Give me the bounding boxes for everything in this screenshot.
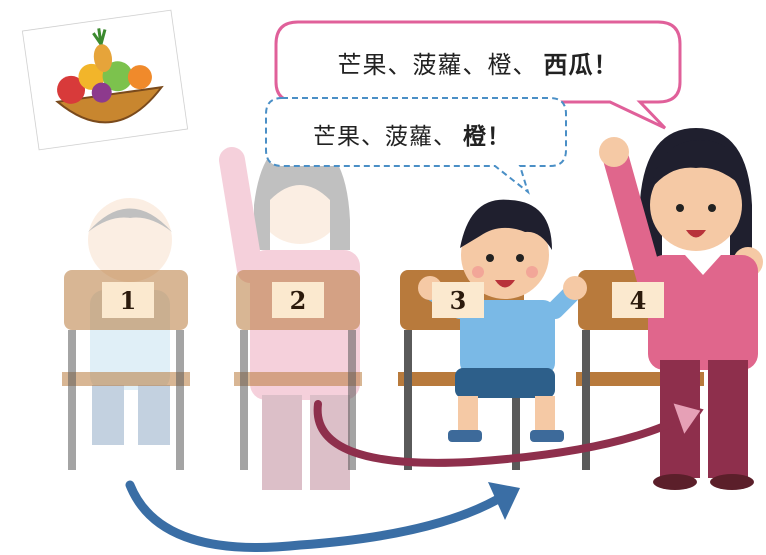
seat-number-1: 1 bbox=[102, 282, 154, 318]
seat-number-3: 3 bbox=[432, 282, 484, 318]
speech-faded-prefix: 芒果、菠蘿、 bbox=[313, 124, 457, 150]
teacher-figure bbox=[599, 128, 763, 490]
speech-bubble-faded bbox=[265, 97, 567, 195]
swap-arrow-icon bbox=[313, 400, 692, 467]
arrow-head-icon bbox=[670, 400, 704, 439]
faded-child-figure bbox=[88, 198, 172, 445]
swap-arrow-icon bbox=[125, 480, 510, 552]
speech-main-emphasis: 西瓜！ bbox=[543, 50, 619, 79]
fruit-basket-icon bbox=[21, 9, 189, 151]
speech-text-faded: 芒果、菠蘿、橙！ bbox=[268, 108, 556, 160]
arrow-head-icon bbox=[488, 482, 520, 520]
seat-number-2: 2 bbox=[272, 282, 324, 318]
seat-number-4: 4 bbox=[612, 282, 664, 318]
speech-text-main: 芒果、菠蘿、橙、西瓜！ bbox=[284, 32, 672, 92]
speech-faded-emphasis: 橙！ bbox=[463, 124, 511, 150]
child-figure bbox=[418, 199, 587, 442]
speech-main-prefix: 芒果、菠蘿、橙、 bbox=[337, 50, 538, 79]
